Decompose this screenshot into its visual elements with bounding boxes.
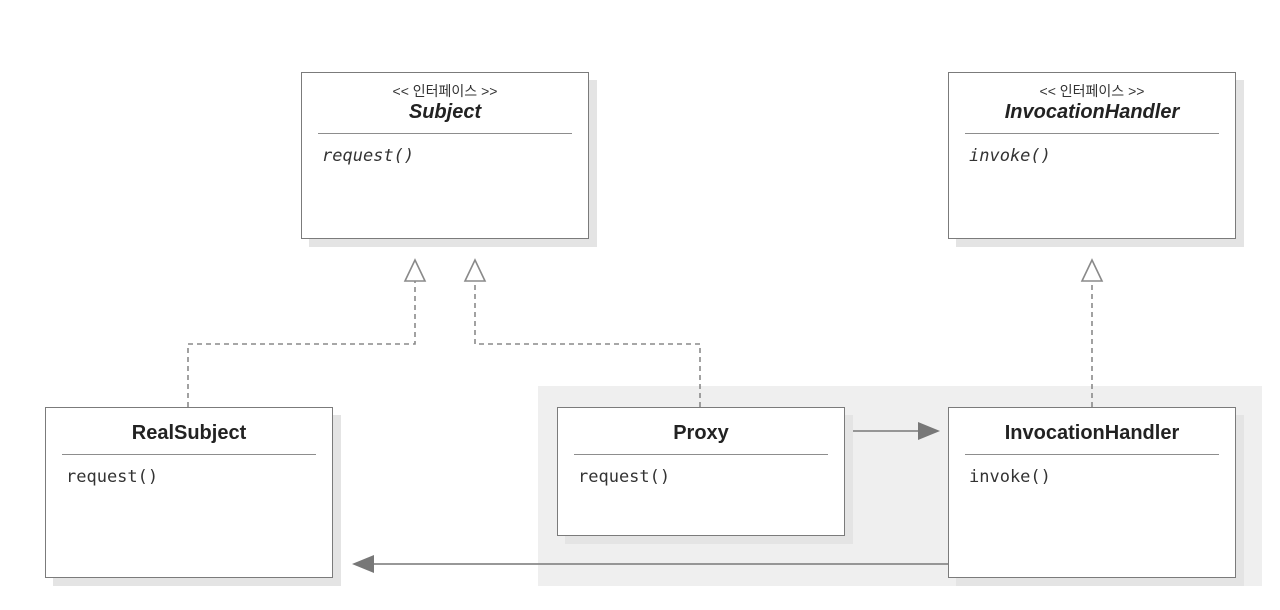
proxy-class-box[interactable]: Proxy request() [557, 407, 845, 536]
compartment-divider [574, 454, 828, 455]
subject-interface-header: << 인터페이스 >> Subject [302, 73, 588, 133]
realsubject-realization-line [187, 281, 416, 407]
subject-interface-name: Subject [408, 101, 482, 123]
compartment-divider [965, 454, 1219, 455]
invocationhandler-class-name: InvocationHandler [1004, 422, 1180, 444]
subject-request-operation: request() [322, 146, 415, 166]
invocationhandler-interface-box[interactable]: << 인터페이스 >> InvocationHandler invoke() [948, 72, 1236, 239]
handler-realization-arrowhead [1080, 258, 1104, 282]
invocationhandler-invoke-operation: invoke() [969, 146, 1051, 166]
proxy-class-header: Proxy [558, 408, 844, 454]
realsubject-class-name: RealSubject [131, 422, 247, 444]
proxy-class-name: Proxy [673, 422, 729, 444]
interface-stereotype: << 인터페이스 >> [1039, 83, 1145, 99]
proxy-realization-arrowhead [463, 258, 487, 282]
invocationhandler-class-header: InvocationHandler [949, 408, 1235, 454]
compartment-divider [965, 133, 1219, 134]
proxy-realization-line [474, 281, 701, 407]
interface-stereotype: << 인터페이스 >> [392, 83, 498, 99]
compartment-divider [318, 133, 572, 134]
invocationhandler-class-box[interactable]: InvocationHandler invoke() [948, 407, 1236, 578]
realsubject-request-operation: request() [66, 467, 159, 487]
realsubject-realization-arrowhead [403, 258, 427, 282]
proxy-request-operation: request() [578, 467, 671, 487]
handler-to-realsubject-arrowhead [352, 555, 374, 573]
invocationhandler-interface-header: << 인터페이스 >> InvocationHandler [949, 73, 1235, 133]
subject-interface-box[interactable]: << 인터페이스 >> Subject request() [301, 72, 589, 239]
proxy-to-handler-arrowhead [918, 422, 940, 440]
compartment-divider [62, 454, 316, 455]
invocationhandler-invoke-operation: invoke() [969, 467, 1051, 487]
invocationhandler-interface-name: InvocationHandler [1004, 101, 1180, 123]
realsubject-class-box[interactable]: RealSubject request() [45, 407, 333, 578]
realsubject-class-header: RealSubject [46, 408, 332, 454]
